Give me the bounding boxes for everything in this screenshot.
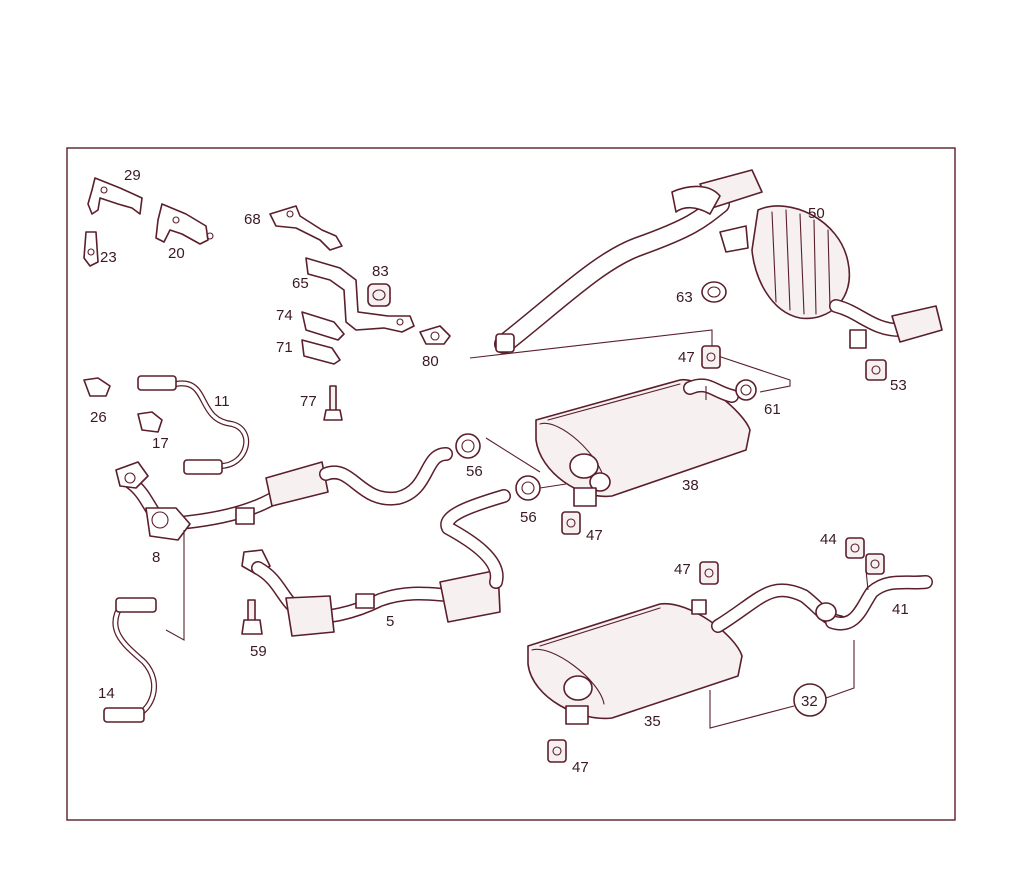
callout-17: 17 — [152, 435, 169, 452]
callout-38: 38 — [682, 477, 699, 494]
part-47-mount-c[interactable] — [699, 561, 719, 585]
callout-29: 29 — [124, 167, 141, 184]
callout-59: 59 — [250, 643, 267, 660]
callout-74: 74 — [276, 307, 293, 324]
callout-26: 26 — [90, 409, 107, 426]
part-26-clip[interactable] — [83, 377, 111, 397]
callout-56-lower: 56 — [520, 509, 537, 526]
part-68-bracket[interactable] — [269, 205, 343, 251]
callout-23: 23 — [100, 249, 117, 266]
part-20-bracket[interactable] — [155, 203, 214, 245]
part-50-rear-silencer[interactable] — [494, 169, 943, 354]
part-53-nut[interactable] — [865, 359, 887, 381]
callout-80: 80 — [422, 353, 439, 370]
callout-47-d: 47 — [572, 759, 589, 776]
diagram-frame — [66, 147, 956, 821]
leader-44 — [865, 569, 869, 591]
part-77-bolt[interactable] — [323, 385, 343, 421]
callout-63: 63 — [676, 289, 693, 306]
part-44-nut-a[interactable] — [845, 537, 865, 559]
part-38-center-muffler[interactable] — [535, 378, 751, 507]
part-11-oxygen-sensor[interactable] — [137, 375, 250, 475]
part-44-nut-b[interactable] — [865, 553, 885, 575]
callout-35: 35 — [644, 713, 661, 730]
callout-56-upper: 56 — [466, 463, 483, 480]
callout-11: 11 — [214, 393, 230, 410]
callout-32: 32 — [801, 693, 818, 710]
part-63-clamp[interactable] — [701, 281, 727, 303]
callout-44: 44 — [820, 531, 837, 548]
callout-5: 5 — [386, 613, 394, 630]
callout-68: 68 — [244, 211, 261, 228]
callout-61: 61 — [764, 401, 781, 418]
part-47-mount-a[interactable] — [701, 345, 721, 369]
callout-47-c: 47 — [674, 561, 691, 578]
callout-47-b: 47 — [586, 527, 603, 544]
callout-71: 71 — [276, 339, 293, 356]
callout-53: 53 — [890, 377, 907, 394]
callout-65: 65 — [292, 275, 309, 292]
callout-41: 41 — [892, 601, 909, 618]
leader-38-61 — [469, 329, 791, 393]
part-35-muffler[interactable] — [527, 583, 847, 725]
callout-14: 14 — [98, 685, 115, 702]
part-65-hanger[interactable] — [305, 257, 415, 333]
callout-20: 20 — [168, 245, 185, 262]
part-29-bracket[interactable] — [87, 177, 143, 215]
callout-83: 83 — [372, 263, 389, 280]
part-80-clip[interactable] — [419, 325, 451, 345]
part-59-bolt[interactable] — [241, 599, 263, 635]
leader-56 — [485, 437, 567, 489]
leader-32 — [709, 640, 855, 729]
part-61-clamp[interactable] — [735, 379, 757, 401]
callout-47-a: 47 — [678, 349, 695, 366]
part-17-clip[interactable] — [137, 411, 163, 433]
leader-8-14 — [165, 530, 185, 641]
callout-32-circle — [793, 683, 827, 717]
part-41-tailpipe[interactable] — [815, 575, 933, 631]
part-56-clamp-lower[interactable] — [515, 475, 541, 501]
part-5-catalyst-pipe[interactable] — [241, 489, 511, 637]
part-47-mount-b[interactable] — [561, 511, 581, 535]
part-71-strap[interactable] — [301, 339, 341, 365]
part-74-strap[interactable] — [301, 311, 345, 341]
part-47-mount-d[interactable] — [547, 739, 567, 763]
part-56-clamp-upper[interactable] — [455, 433, 481, 459]
callout-50: 50 — [808, 205, 825, 222]
part-8-front-pipe-catalyst[interactable] — [115, 447, 453, 541]
part-14-oxygen-sensor[interactable] — [103, 597, 157, 723]
part-23-plate[interactable] — [83, 231, 99, 267]
callout-8: 8 — [152, 549, 160, 566]
callout-77: 77 — [300, 393, 317, 410]
part-83-rubber-mount[interactable] — [367, 283, 391, 307]
